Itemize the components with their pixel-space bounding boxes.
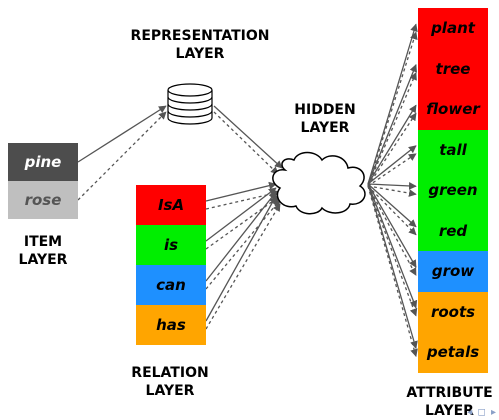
arrow-hidden-to-tree-dashed xyxy=(367,72,417,187)
relation-IsA: IsA xyxy=(136,185,206,225)
attribute-red-label: red xyxy=(438,221,468,240)
arrow-can-to-hidden-dashed xyxy=(205,199,281,290)
arrow-hidden-to-roots-dashed xyxy=(367,185,418,317)
attribute-tree: tree xyxy=(418,48,488,89)
arrow-hidden-to-plant-dashed xyxy=(367,31,418,187)
attribute-tall-label: tall xyxy=(439,140,467,159)
relation-has: has xyxy=(136,305,206,345)
arrow-IsA-to-hidden xyxy=(205,181,277,202)
relation-IsA-label: IsA xyxy=(157,196,185,214)
arrow-hidden-to-flower-dashed xyxy=(367,112,417,187)
arrow-rose-to-representation xyxy=(77,111,167,201)
arrow-hidden-to-flower xyxy=(367,104,417,185)
item-layer-label: ITEM LAYER xyxy=(18,234,68,268)
database-icon xyxy=(167,83,213,125)
arrow-hidden-to-grow xyxy=(367,183,417,268)
representation-layer-label: REPRESENTATION LAYER xyxy=(130,28,270,62)
attribute-tree-label: tree xyxy=(435,59,471,78)
attribute-layer-label: ATTRIBUTE LAYER xyxy=(406,385,493,419)
arrow-hidden-to-petals-dashed xyxy=(367,185,418,358)
attribute-green-label: green xyxy=(428,181,478,200)
arrow-hidden-to-tall-dashed xyxy=(367,153,417,187)
hidden-layer-label: HIDDEN LAYER xyxy=(294,102,356,136)
arrow-has-to-hidden xyxy=(205,195,277,322)
arrow-IsA-to-hidden-dashed xyxy=(205,189,281,210)
attribute-plant: plant xyxy=(418,8,488,49)
attribute-roots: roots xyxy=(418,291,488,332)
relation-has-label: has xyxy=(156,316,186,334)
arrow-hidden-to-plant xyxy=(367,23,418,185)
attribute-plant-label: plant xyxy=(431,19,475,38)
arrow-has-to-hidden-dashed xyxy=(205,203,281,330)
arrow-hidden-to-grow-dashed xyxy=(367,185,417,276)
attribute-flower-label: flower xyxy=(426,100,480,119)
arrow-hidden-to-red xyxy=(367,183,417,228)
attribute-grow-label: grow xyxy=(431,262,475,281)
arrow-hidden-to-green-dashed xyxy=(367,185,417,197)
arrow-hidden-to-tree xyxy=(367,64,417,185)
arrow-is-to-hidden-dashed xyxy=(205,195,281,250)
relation-is-label: is xyxy=(163,236,179,254)
cloud-icon xyxy=(272,151,366,215)
slide-navigation[interactable]: ◂ ◻ ▸ xyxy=(467,407,497,418)
item-pine-label: pine xyxy=(24,153,62,171)
attribute-petals: petals xyxy=(418,332,488,373)
arrow-representation-to-hidden-dashed xyxy=(213,111,279,175)
relation-is: is xyxy=(136,225,206,265)
arrow-can-to-hidden xyxy=(205,191,277,282)
attribute-roots-label: roots xyxy=(430,302,476,321)
arrow-representation-to-hidden xyxy=(213,105,283,169)
attribute-tall: tall xyxy=(418,129,488,170)
arrow-hidden-to-roots xyxy=(367,183,418,309)
attribute-grow: grow xyxy=(418,251,488,292)
item-pine: pine xyxy=(8,143,78,181)
arrow-pine-to-representation xyxy=(77,105,167,163)
relation-can: can xyxy=(136,265,206,305)
arrow-is-to-hidden xyxy=(205,187,277,242)
relation-layer-label: RELATION LAYER xyxy=(131,365,209,399)
item-rose-label: rose xyxy=(24,191,62,209)
arrow-hidden-to-tall xyxy=(367,145,417,185)
attribute-red: red xyxy=(418,210,488,251)
arrow-hidden-to-petals xyxy=(367,183,418,349)
relation-can-label: can xyxy=(156,276,186,294)
attribute-flower: flower xyxy=(418,89,488,130)
attribute-petals-label: petals xyxy=(426,343,480,362)
arrow-hidden-to-green xyxy=(367,182,417,190)
attribute-green: green xyxy=(418,170,488,211)
item-rose: rose xyxy=(8,181,78,219)
